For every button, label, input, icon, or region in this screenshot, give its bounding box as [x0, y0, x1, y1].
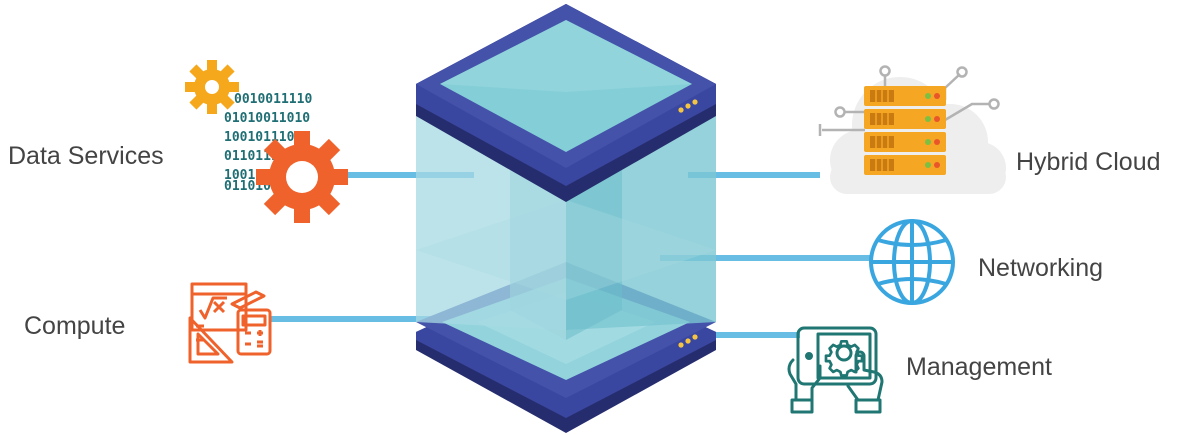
small-gear-icon	[185, 60, 239, 114]
compute-tools-icon	[188, 282, 272, 364]
binary-row-3: 10010111010	[224, 130, 310, 145]
large-gear-icon	[256, 131, 348, 223]
touchscreen-gear-icon	[787, 326, 884, 414]
globe-icon	[869, 219, 955, 305]
label-compute: Compute	[24, 312, 125, 340]
label-hybrid-cloud: Hybrid Cloud	[1016, 148, 1161, 176]
label-networking: Networking	[978, 254, 1103, 282]
server-cloud-icon	[818, 65, 1006, 194]
labels: Data Services Compute Hybrid Cloud Netwo…	[8, 142, 1161, 381]
server-top-slab	[416, 4, 716, 202]
gears-binary-icon: 0010011110 01010011010 10010111010 01101…	[185, 60, 348, 223]
server-glass-column	[416, 112, 716, 340]
circuit-lines	[818, 65, 1000, 136]
binary-row-1: 0010011110	[234, 92, 312, 107]
label-data-services: Data Services	[8, 142, 164, 170]
server-stack	[416, 4, 716, 433]
binary-row-2: 01010011010	[224, 111, 310, 126]
label-management: Management	[906, 353, 1052, 381]
server-rack	[864, 86, 946, 175]
